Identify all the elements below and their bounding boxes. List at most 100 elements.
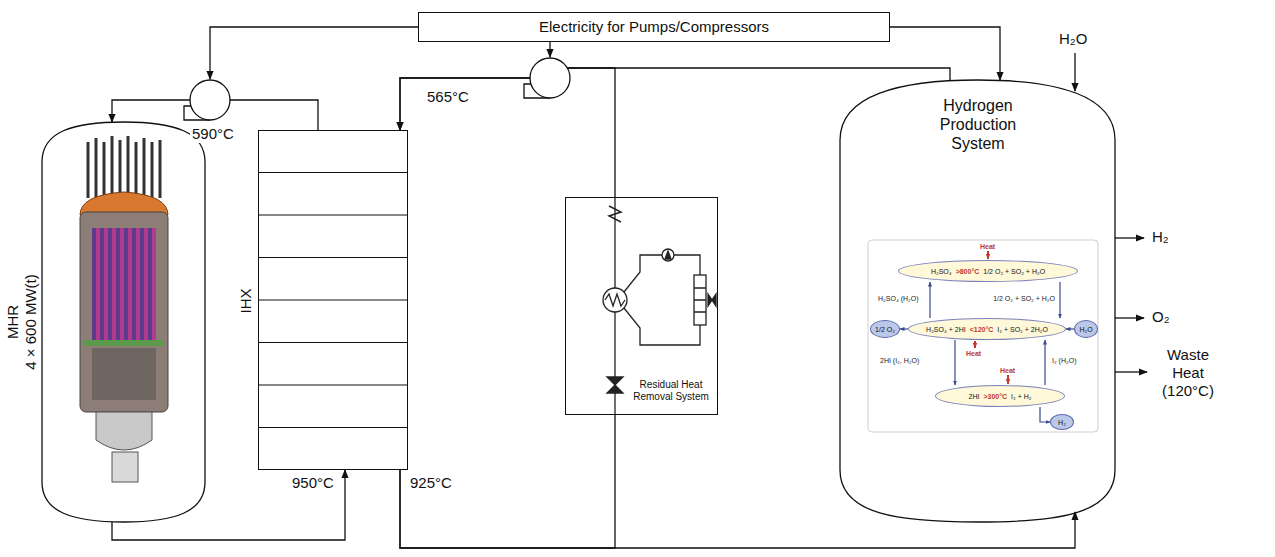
reactor-illustration <box>80 136 168 482</box>
cycle-arrow <box>1059 282 1060 318</box>
cycle-arrow <box>1066 328 1074 329</box>
reactor-illustration <box>92 228 156 340</box>
text-area: H₂O <box>1075 321 1097 337</box>
reactor-illustration <box>88 136 160 198</box>
text-area: 1/2 O₂ <box>871 321 899 337</box>
node-label: H₂O <box>1079 325 1092 334</box>
flow-line <box>400 68 615 197</box>
temperature-label: 925°C <box>408 474 454 492</box>
product-bubble: H₂O <box>1074 320 1098 338</box>
residual-heat-box: Residual Heat Removal System <box>565 197 718 415</box>
residual-heat-circuit <box>624 308 700 345</box>
supply-lines <box>210 27 1147 372</box>
node-label: IHX <box>237 289 255 314</box>
residual-heat-circuit <box>614 197 615 288</box>
heat-label: Heat <box>964 349 983 359</box>
text-area: H₂SO₄ >800°C1/2 O₂ + SO₂ + H₂O <box>899 261 1077 281</box>
text-area: MHR4 × 600 MW(t) <box>4 122 40 522</box>
output-label: O₂ <box>1150 308 1172 326</box>
residual-heat-circuit <box>665 251 671 259</box>
heat-exchanger: IHX <box>258 130 408 470</box>
cycle-panel <box>868 240 1098 432</box>
output-label: H₂ <box>1150 228 1171 246</box>
reactor-vessel-outline <box>42 122 205 522</box>
node-label: 2HI <box>969 392 980 401</box>
ihx-plates <box>258 257 408 258</box>
ihx-plates <box>258 427 408 428</box>
power-box: Electricity for Pumps/Compressors <box>418 12 890 42</box>
ihx-plates <box>258 384 408 385</box>
reactor-illustration <box>127 136 130 198</box>
residual-heat-circuit <box>607 377 623 393</box>
ihx-plates <box>258 214 408 215</box>
residual-heat-circuit <box>694 288 706 312</box>
stream-label: H₂SO₄ (H₂O) <box>876 294 921 304</box>
cycle-arrow <box>954 340 955 385</box>
product-bubble: H₂ <box>1050 414 1074 430</box>
ihx-plates <box>258 299 408 300</box>
cycle-arrow <box>900 328 908 329</box>
residual-heat-circuit <box>603 288 627 312</box>
input-label: H₂O <box>1057 30 1089 48</box>
reaction-ellipse: 2HI>300°C I₂ + H₂ <box>935 385 1065 407</box>
node-sublabel: >300°C <box>983 392 1007 401</box>
node-sublabel: 1/2 O₂ + SO₂ + H₂O <box>983 267 1045 276</box>
node-label: H₂SO₄ + 2HI <box>926 325 966 334</box>
reactor-illustration <box>96 412 152 450</box>
node-sublabel: >800°C <box>956 267 980 276</box>
node-sublabel: I₂ + H₂ <box>1011 392 1031 401</box>
node-label: 1/2 O₂ <box>875 325 895 334</box>
text-area: H₂SO₄ + 2HI<120°CI₂ + SO₂ + 2H₂O <box>909 319 1065 339</box>
reactor-illustration <box>92 348 156 400</box>
flow-line <box>112 470 345 540</box>
node-label: Hydrogen Production System <box>928 96 1028 153</box>
node-label: H₂SO₄ <box>931 267 952 276</box>
residual-heat-circuit <box>614 312 615 415</box>
flow-line <box>400 470 1075 548</box>
residual-heat-circuit <box>624 255 700 292</box>
reactor-illustration <box>95 138 98 198</box>
reactor-illustration <box>80 212 168 412</box>
temperature-label: 950°C <box>290 474 336 492</box>
node-label: Electricity for Pumps/Compressors <box>539 18 769 36</box>
text-area: Residual Heat Removal System <box>626 372 716 410</box>
text-area: H₂ <box>1051 415 1073 429</box>
cycle-arrow <box>1040 407 1050 422</box>
supply-lines <box>1115 317 1144 318</box>
compressor-symbol <box>184 58 570 120</box>
reactor-illustration <box>84 340 164 346</box>
reactor-illustration <box>112 452 138 482</box>
hydrogen-vessel-outline <box>840 80 1115 522</box>
output-label: Waste Heat (120°C) <box>1153 346 1223 400</box>
text-area: IHX <box>237 131 255 471</box>
ihx-plates <box>258 342 408 343</box>
reactor-illustration <box>151 142 154 198</box>
reactor-illustration <box>135 142 138 198</box>
supply-lines <box>210 27 418 79</box>
reactor-illustration <box>111 136 114 198</box>
reactor-illustration <box>87 142 90 198</box>
flow-line <box>890 27 1000 80</box>
heat-label: Heat <box>998 366 1017 376</box>
product-bubble: 1/2 O₂ <box>870 320 900 338</box>
text-area: 2HI>300°C I₂ + H₂ <box>936 386 1064 406</box>
reactor-illustration <box>119 140 122 198</box>
temperature-label: 565°C <box>425 88 471 106</box>
supply-lines <box>549 42 550 57</box>
reactor-vessel-outline <box>42 122 205 522</box>
residual-heat-circuit <box>605 294 625 306</box>
node-label: MHR <box>4 305 22 339</box>
text-area: Electricity for Pumps/Compressors <box>419 13 889 41</box>
residual-heat-circuit <box>603 197 716 415</box>
compressor-symbol <box>190 80 230 120</box>
temperature-label: 590°C <box>190 125 236 143</box>
heat-arrows <box>987 251 989 259</box>
reactor-illustration <box>159 140 162 198</box>
node-sublabel: <120°C <box>970 325 994 334</box>
stream-label: 2HI (I₂, H₂O) <box>878 356 921 366</box>
supply-lines <box>1074 53 1075 91</box>
residual-heat-circuit <box>694 275 706 325</box>
